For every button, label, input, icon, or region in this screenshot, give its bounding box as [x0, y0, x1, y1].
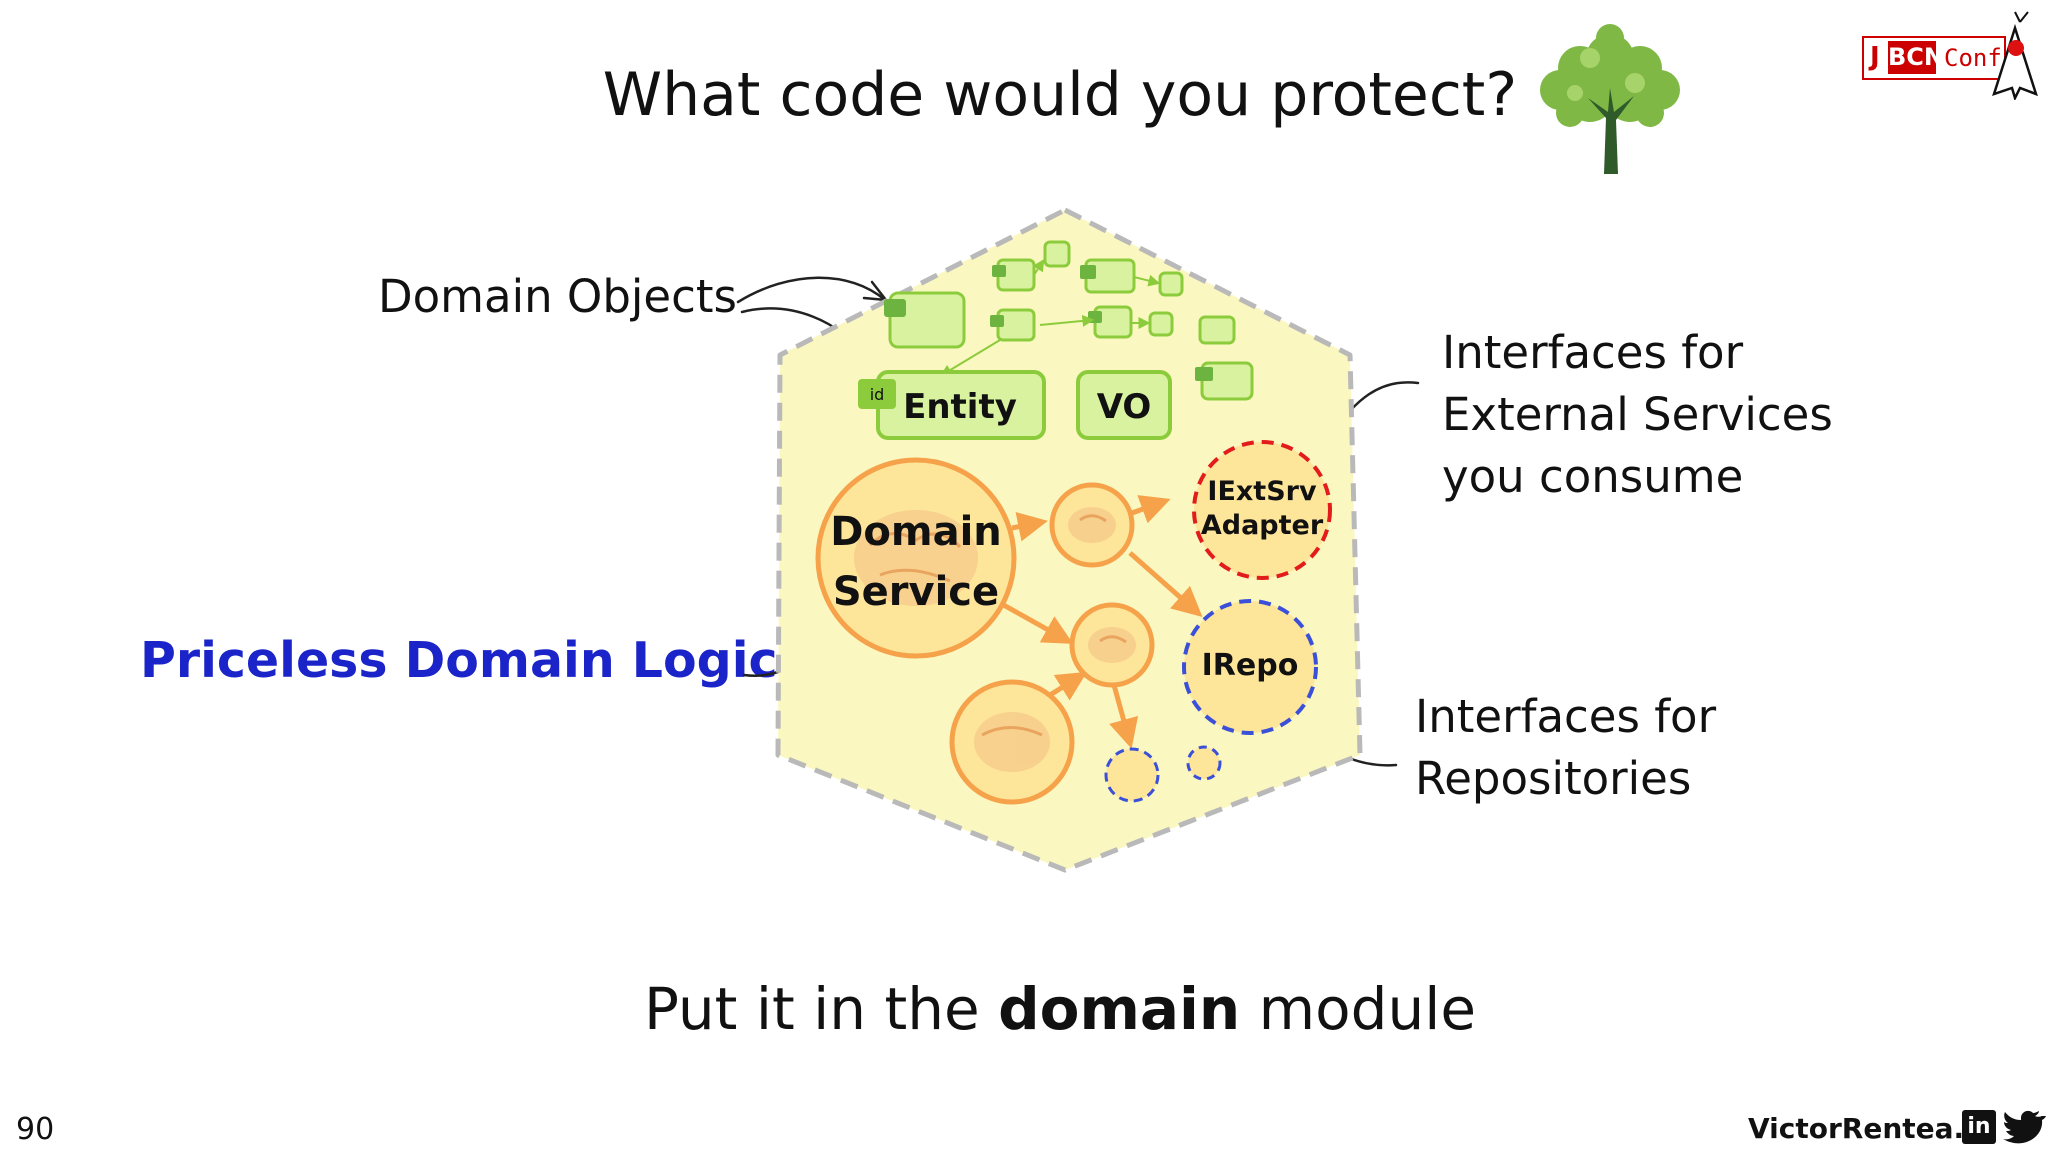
slide-title: What code would you protect? [602, 60, 1518, 130]
caption-bold: domain [998, 975, 1241, 1043]
domain-object-box [1148, 311, 1174, 337]
irepo-circle [1182, 599, 1318, 735]
ext-adapter-circle [1192, 440, 1332, 580]
entity-label: Entity [903, 387, 1017, 427]
small-interface-circle [1104, 747, 1160, 803]
vo-label: VO [1097, 387, 1152, 427]
brain-icon [1088, 627, 1136, 663]
arrow-domain-objects-upper [736, 276, 887, 304]
id-chip [990, 315, 1004, 327]
page-number: 90 [16, 1112, 55, 1147]
footer-site[interactable]: VictorRentea.ro [1748, 1112, 1998, 1145]
domain-service-label-line1: Domain [830, 509, 1002, 555]
tree-icon [1540, 24, 1680, 174]
interfaces-external-label: Interfaces for External Services you con… [1442, 322, 1833, 508]
id-chip [1195, 367, 1213, 381]
domain-object-box [1158, 271, 1184, 297]
domain-hexagon-diagram: id Entity VO Domain Service IExtSrv Adap… [775, 207, 1363, 873]
interfaces-external-line: you consume [1442, 450, 1744, 503]
duke-mascot-icon [1992, 11, 2038, 100]
small-interface-circle [1186, 745, 1222, 781]
ext-adapter-label-line2: Adapter [1201, 510, 1324, 541]
caption-prefix: Put it in the [643, 975, 999, 1043]
vo-box [1076, 370, 1172, 440]
domain-service-label-line2: Service [833, 569, 999, 615]
id-chip [884, 299, 906, 317]
domain-object-box [1198, 315, 1236, 345]
domain-object-box [1043, 240, 1071, 268]
entity-id-label: id [870, 385, 885, 404]
ext-adapter-label-line1: IExtSrv [1207, 476, 1317, 507]
domain-object-box [888, 291, 966, 349]
priceless-domain-logic-label: Priceless Domain Logic [140, 632, 778, 689]
domain-objects-label: Domain Objects [378, 270, 737, 323]
interfaces-repositories-line: Interfaces for [1415, 690, 1717, 743]
interfaces-external-line: External Services [1442, 388, 1833, 441]
id-chip [1080, 265, 1096, 279]
id-chip [1088, 311, 1102, 323]
twitter-icon[interactable] [2002, 1106, 2046, 1150]
logo-j: J [1870, 42, 1880, 72]
brain-icon [1068, 507, 1116, 543]
linkedin-icon[interactable]: in [1962, 1110, 1996, 1144]
irepo-label: IRepo [1202, 648, 1299, 683]
brain-icon [974, 712, 1050, 772]
bottom-caption: Put it in the domain module [460, 975, 1660, 1043]
interfaces-external-line: Interfaces for [1442, 326, 1744, 379]
caption-suffix: module [1240, 975, 1477, 1043]
interfaces-repositories-label: Interfaces for Repositories [1415, 686, 1716, 810]
id-chip [992, 265, 1006, 277]
interfaces-repositories-line: Repositories [1415, 752, 1692, 805]
logo-bcn: BCN [1888, 41, 1944, 74]
logo-conf: Conf [1944, 44, 2002, 72]
entity-id-chip [858, 379, 896, 409]
jbcn-conf-logo: J BCN Conf [1862, 36, 2006, 80]
